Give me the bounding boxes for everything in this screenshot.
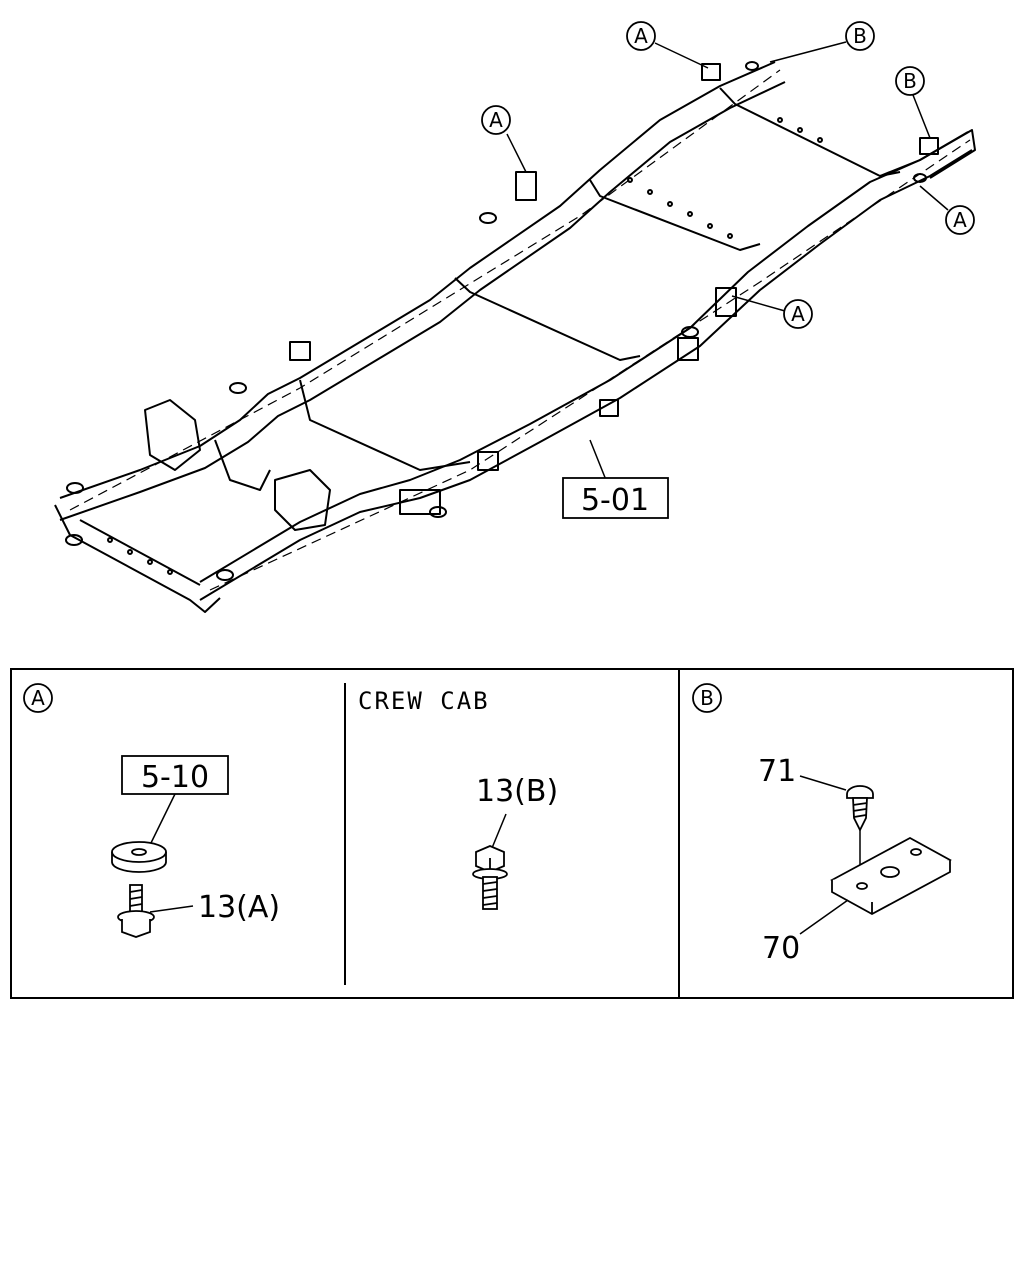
detail-panel <box>10 668 1014 999</box>
bolt-13a-icon <box>117 884 155 938</box>
crew-cab-title: CREW CAB <box>358 687 490 715</box>
svg-text:A: A <box>634 24 648 48</box>
detail-a-marker: A <box>23 683 53 713</box>
callout-a-1: A <box>626 21 656 51</box>
detail-b-marker: B <box>692 683 722 713</box>
screw-71-icon <box>846 785 874 833</box>
plate-70-label: 70 <box>762 931 800 966</box>
svg-text:A: A <box>489 108 503 132</box>
bolt-13a-label: 13(A) <box>198 890 280 925</box>
callout-a-2: A <box>481 105 511 135</box>
chassis-frame-drawing <box>54 61 976 613</box>
screw-71-label: 71 <box>758 754 796 789</box>
svg-text:A: A <box>953 208 967 232</box>
callout-a-3: A <box>945 205 975 235</box>
detail-a-part-box: 5-10 <box>121 755 229 795</box>
frame-part-number: 5-01 <box>562 477 669 519</box>
detail-b-section: B 71 70 <box>692 683 952 966</box>
plate-70-icon <box>830 836 952 916</box>
svg-text:A: A <box>31 686 45 710</box>
detail-a-section: A 5-10 13(A) <box>23 683 280 938</box>
callout-b-1: B <box>845 21 875 51</box>
svg-text:B: B <box>853 24 867 48</box>
callout-leaders <box>506 41 949 491</box>
svg-text:5-10: 5-10 <box>141 760 209 795</box>
svg-text:B: B <box>903 69 917 93</box>
bolt-13b-label: 13(B) <box>476 774 558 809</box>
svg-text:5-01: 5-01 <box>581 483 649 518</box>
washer-icon <box>111 841 167 873</box>
callout-a-4: A <box>783 299 813 329</box>
svg-text:A: A <box>791 302 805 326</box>
detail-crew-cab-section: CREW CAB 13(B) <box>358 687 558 910</box>
svg-text:B: B <box>700 686 714 710</box>
bolt-13b-icon <box>472 845 508 910</box>
callout-b-2: B <box>895 66 925 96</box>
